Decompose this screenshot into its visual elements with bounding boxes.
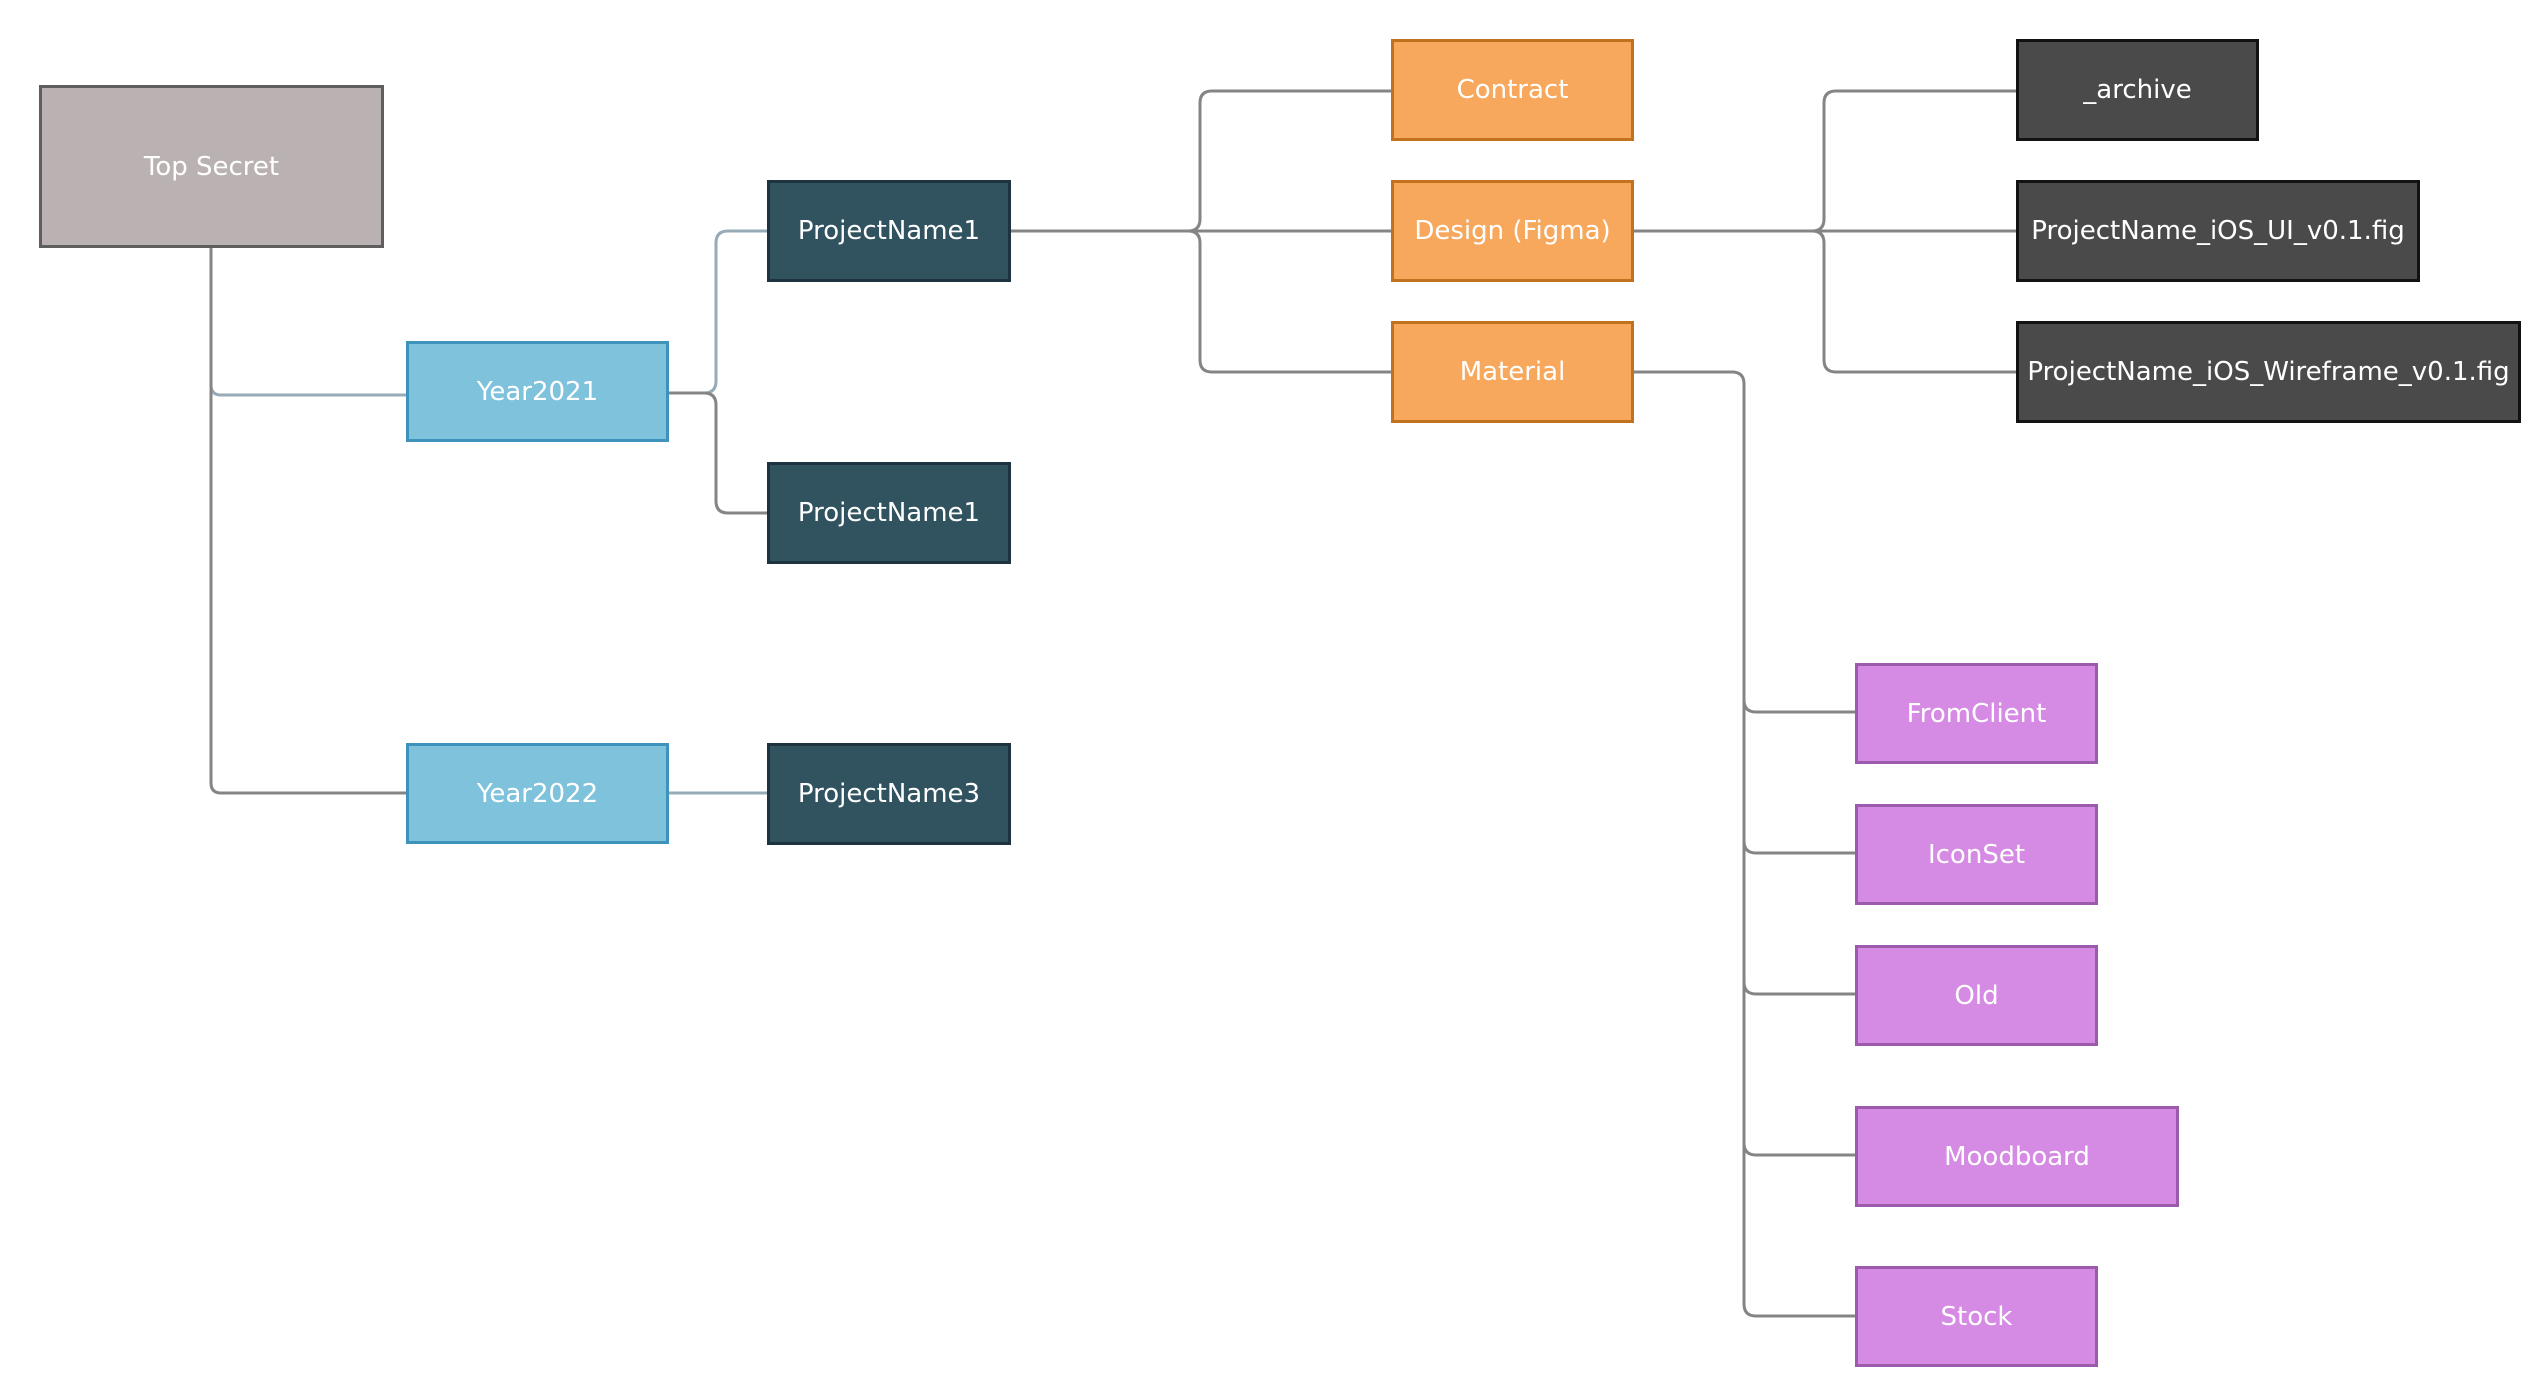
node-fromclient[interactable]: FromClient — [1855, 663, 2098, 764]
node-label: Year2022 — [476, 778, 599, 809]
node-label: Old — [1954, 980, 1999, 1011]
node-projectname1-b[interactable]: ProjectName1 — [767, 462, 1011, 564]
node-label: _archive — [2083, 75, 2192, 105]
node-year2022[interactable]: Year2022 — [406, 743, 669, 844]
node-label: Contract — [1456, 75, 1569, 105]
connector-design-wireframe-file — [1632, 229, 2016, 374]
node-stock[interactable]: Stock — [1855, 1266, 2098, 1367]
connector-root-year2022 — [209, 248, 406, 795]
node-label: ProjectName1 — [797, 498, 981, 528]
connector-material-old — [1742, 981, 1855, 996]
node-label: Stock — [1940, 1301, 2013, 1332]
node-label: Year2021 — [476, 376, 599, 407]
connector-year2021-project1b — [667, 391, 767, 515]
connector-design-archive — [1632, 89, 2016, 233]
node-moodboard[interactable]: Moodboard — [1855, 1106, 2179, 1207]
connector-project1-contract — [1009, 89, 1391, 233]
node-label: IconSet — [1927, 839, 2026, 870]
node-archive[interactable]: _archive — [2016, 39, 2259, 141]
node-label: Top Secret — [143, 151, 280, 182]
node-iconset[interactable]: IconSet — [1855, 804, 2098, 905]
connector-root-year2021 — [209, 248, 406, 397]
node-year2021[interactable]: Year2021 — [406, 341, 669, 442]
node-projectname1[interactable]: ProjectName1 — [767, 180, 1011, 282]
node-label: Moodboard — [1944, 1141, 2090, 1172]
node-projectname3[interactable]: ProjectName3 — [767, 743, 1011, 845]
connector-year2021-project1 — [667, 229, 767, 395]
node-ios-ui-file[interactable]: ProjectName_iOS_UI_v0.1.fig — [2016, 180, 2420, 282]
connector-material-moodboard — [1742, 1142, 1855, 1157]
connector-material-fromclient — [1742, 699, 1855, 714]
node-contract[interactable]: Contract — [1391, 39, 1634, 141]
node-label: ProjectName3 — [797, 779, 981, 809]
node-design-figma[interactable]: Design (Figma) — [1391, 180, 1634, 282]
node-label: Design (Figma) — [1414, 216, 1611, 246]
node-label: ProjectName1 — [797, 216, 981, 246]
node-label: Material — [1459, 357, 1566, 387]
node-ios-wireframe-file[interactable]: ProjectName_iOS_Wireframe_v0.1.fig — [2016, 321, 2521, 423]
node-material[interactable]: Material — [1391, 321, 1634, 423]
node-label: ProjectName_iOS_Wireframe_v0.1.fig — [2027, 357, 2510, 387]
connector-material-iconset — [1742, 840, 1855, 855]
node-top-secret[interactable]: Top Secret — [39, 85, 384, 248]
node-label: ProjectName_iOS_UI_v0.1.fig — [2031, 216, 2405, 246]
node-old[interactable]: Old — [1855, 945, 2098, 1046]
node-label: FromClient — [1906, 698, 2047, 729]
connector-project1-material — [1009, 229, 1391, 374]
